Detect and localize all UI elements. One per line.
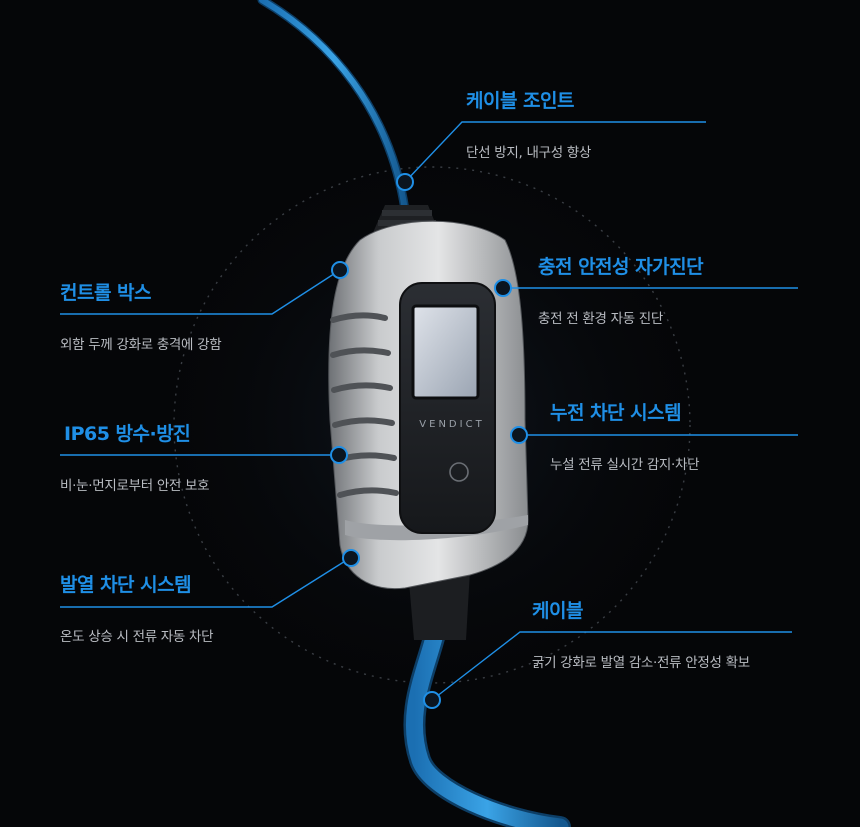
feature-title: 케이블 (532, 600, 583, 622)
feature-leakage-cutoff: 누전 차단 시스템 누설 전류 실시간 감지·차단 (550, 398, 700, 473)
feature-title: IP65 방수·방진 (64, 423, 191, 445)
feature-title: 발열 차단 시스템 (60, 574, 192, 596)
display-screen (411, 304, 480, 400)
dot-control-box (331, 261, 349, 279)
dot-cable (423, 691, 441, 709)
top-cable (259, 0, 408, 213)
dot-cable-joint (396, 173, 414, 191)
feature-heat-cutoff: 발열 차단 시스템 온도 상승 시 전류 자동 차단 (60, 570, 214, 645)
feature-desc: 굵기 강화로 발열 감소·전류 안정성 확보 (532, 655, 750, 671)
feature-self-diagnosis: 충전 안전성 자가진단 충전 전 환경 자동 진단 (538, 252, 704, 327)
dot-leakage (510, 426, 528, 444)
callout-lines (60, 121, 798, 701)
feature-ip65: IP65 방수·방진 비·눈·먼지로부터 안전 보호 (60, 419, 210, 494)
feature-desc: 누설 전류 실시간 감지·차단 (550, 457, 700, 473)
dot-ip65 (330, 446, 348, 464)
feature-desc: 외함 두께 강화로 충격에 강함 (60, 337, 222, 353)
brand-logo: VENDICT (419, 419, 484, 430)
feature-title: 충전 안전성 자가진단 (538, 256, 704, 278)
bottom-strain-relief (408, 570, 470, 640)
feature-title: 케이블 조인트 (466, 90, 575, 112)
feature-cable: 케이블 굵기 강화로 발열 감소·전류 안정성 확보 (532, 596, 750, 671)
feature-desc: 온도 상승 시 전류 자동 차단 (60, 629, 214, 645)
bottom-cable (405, 591, 569, 827)
feature-desc: 충전 전 환경 자동 진단 (538, 311, 664, 327)
callout-dots (330, 173, 528, 709)
feature-title: 누전 차단 시스템 (550, 402, 682, 424)
power-button (449, 462, 469, 482)
control-box: VENDICT (328, 220, 529, 590)
dot-self-diagnosis (494, 279, 512, 297)
dot-heat-cutoff (342, 549, 360, 567)
dotted-circle (173, 166, 691, 684)
feature-desc: 비·눈·먼지로부터 안전 보호 (60, 478, 210, 494)
feature-cable-joint: 케이블 조인트 단선 방지, 내구성 향상 (466, 86, 591, 161)
feature-title: 컨트롤 박스 (60, 282, 152, 304)
feature-control-box: 컨트롤 박스 외함 두께 강화로 충격에 강함 (60, 278, 222, 353)
feature-desc: 단선 방지, 내구성 향상 (466, 145, 592, 161)
